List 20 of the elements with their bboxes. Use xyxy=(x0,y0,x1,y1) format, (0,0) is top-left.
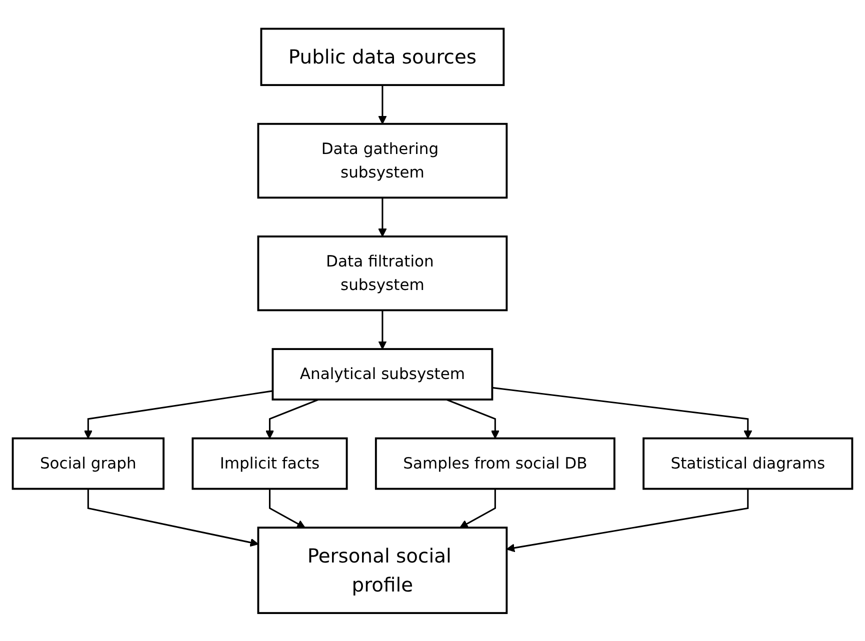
node-box: Implicit facts xyxy=(192,436,348,490)
arrow xyxy=(492,386,752,438)
node-box: Data filtration subsystem xyxy=(257,235,508,311)
arrow xyxy=(460,488,496,528)
arrow xyxy=(265,398,320,438)
node-box: Data gathering subsystem xyxy=(257,122,508,198)
node-box: Personal social profile xyxy=(257,526,508,614)
node-box: Statistical diagrams xyxy=(642,436,854,490)
arrow xyxy=(506,488,749,552)
arrow xyxy=(87,488,259,546)
arrow xyxy=(84,390,273,438)
arrow xyxy=(378,84,387,124)
node-box: Samples from social DB xyxy=(374,436,616,490)
arrow xyxy=(268,488,306,528)
node-box: Social graph xyxy=(12,436,165,490)
node-box: Public data sources xyxy=(260,27,505,86)
arrow xyxy=(378,310,387,350)
arrow xyxy=(446,398,500,438)
arrow xyxy=(378,197,387,236)
node-box: Analytical subsystem xyxy=(272,348,494,400)
